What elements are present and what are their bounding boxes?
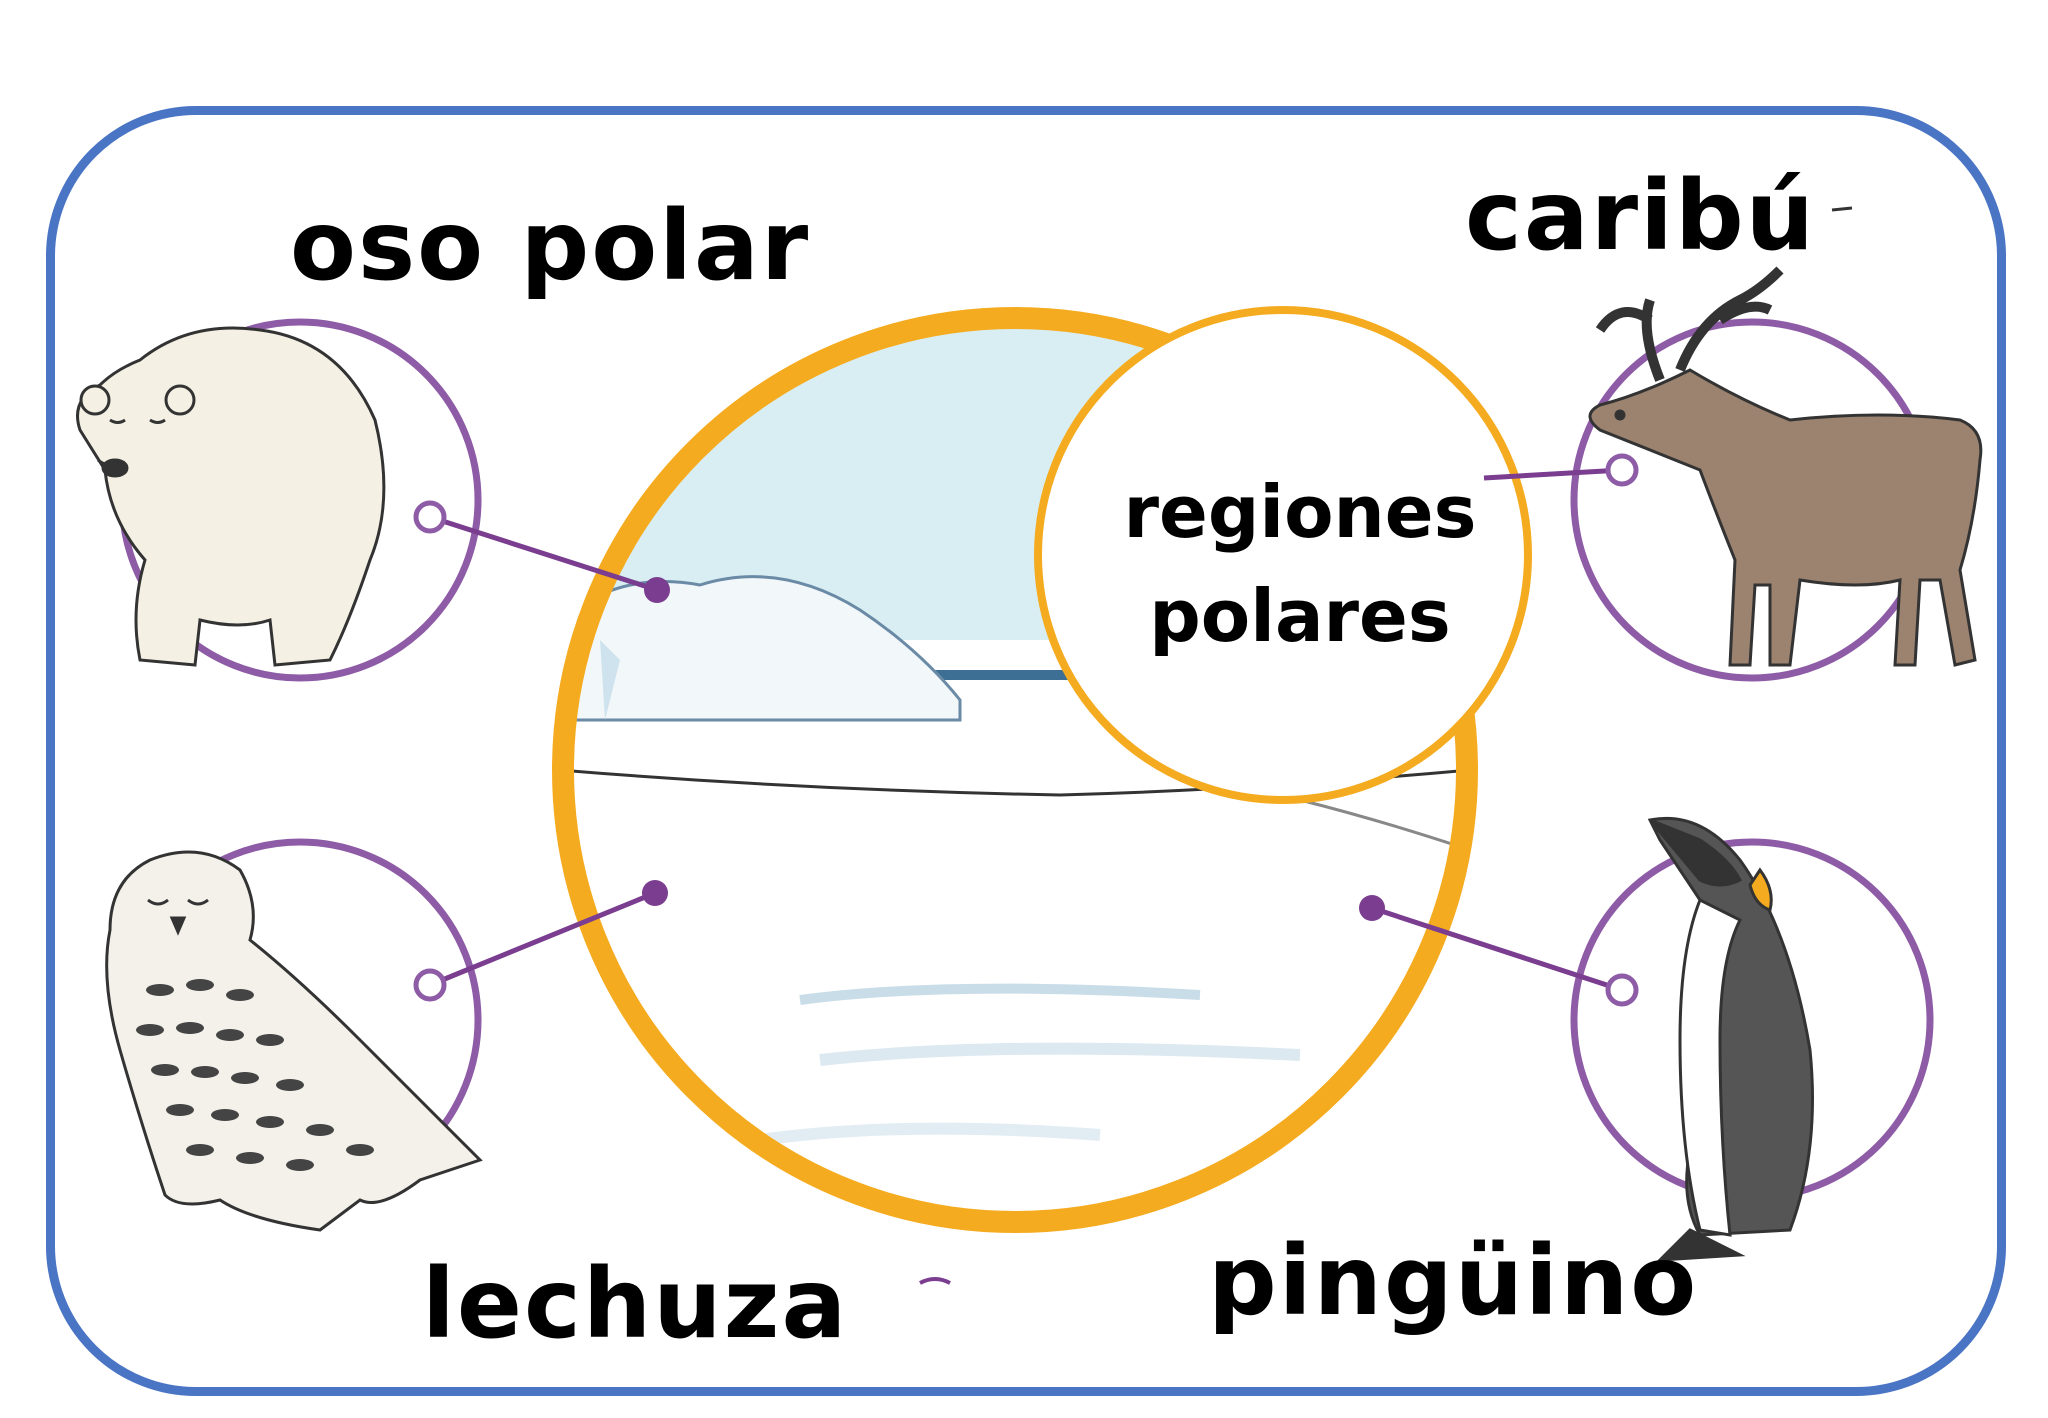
scene-ring	[552, 307, 1478, 1233]
caribou-anchor	[1605, 453, 1639, 487]
polar-bear-image	[76, 326, 386, 667]
title-circle	[1034, 306, 1532, 804]
connector-bear	[429, 514, 658, 593]
label-penguin: pingüino	[1208, 1225, 1699, 1337]
stray-mark-caribou	[1831, 206, 1853, 212]
owl-anchor	[413, 968, 447, 1002]
connector-owl	[429, 890, 656, 988]
bear-anchor	[413, 500, 447, 534]
center-title-line1: regiones	[1123, 470, 1477, 554]
center-title-line2: polares	[1149, 574, 1451, 658]
penguin-anchor	[1605, 973, 1639, 1007]
label-caribou: caribú	[1465, 160, 1816, 272]
penguin-image	[1647, 816, 1814, 1262]
label-polar-bear: oso polar	[290, 190, 811, 302]
caribou-image	[1588, 266, 1983, 667]
stray-mark-bottom	[919, 1277, 951, 1285]
center-title: regiones polares	[1040, 460, 1560, 668]
connector-penguin	[1371, 905, 1623, 993]
snowy-owl-image	[105, 850, 483, 1232]
connector-caribou	[1483, 467, 1623, 481]
label-owl: lechuza	[422, 1248, 849, 1360]
